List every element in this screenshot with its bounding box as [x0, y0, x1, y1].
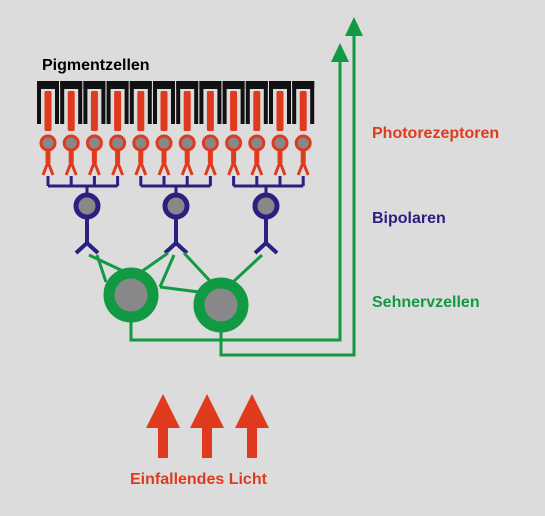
bipolar-cell-body [252, 192, 280, 220]
photoreceptor-nucleus [178, 134, 196, 152]
pigment-cell-layer [37, 81, 315, 124]
incoming-light-layer [146, 394, 269, 458]
photoreceptor-axon [91, 149, 97, 163]
photoreceptor-outer-segment [137, 91, 145, 131]
pigment-cell-cap [153, 81, 175, 89]
photoreceptor-nucleus [109, 134, 127, 152]
photoreceptor-terminal [180, 157, 194, 176]
ganglion-connection [231, 253, 264, 284]
optic-nerve-cell-body [103, 267, 159, 323]
photoreceptor-axon [231, 149, 237, 163]
photoreceptor-axon [138, 149, 144, 163]
photoreceptor-nucleus [294, 134, 312, 152]
bipolar-terminal [163, 240, 189, 255]
photoreceptor-outer-segment [114, 91, 122, 131]
photoreceptor-terminal [41, 157, 55, 176]
photoreceptor-axon [207, 149, 213, 163]
light-arrow [235, 394, 269, 458]
photoreceptor-axon [277, 149, 283, 163]
photoreceptor-axon [115, 149, 121, 163]
photoreceptor-nucleus [39, 134, 57, 152]
ganglion-connection [158, 254, 176, 288]
ganglion-connection [182, 251, 213, 284]
photoreceptor-axon [45, 149, 51, 163]
light-arrow [146, 394, 180, 458]
photoreceptor-terminal [273, 157, 287, 176]
photoreceptor-outer-segment [276, 91, 284, 131]
photoreceptor-layer [39, 91, 312, 176]
photoreceptor-nucleus [132, 134, 150, 152]
photoreceptor-terminal [296, 157, 310, 176]
pigment-cell-cap [106, 81, 129, 89]
pigment-cell-cap [37, 81, 59, 89]
pigment-cell-cap [245, 81, 268, 89]
photoreceptor-outer-segment [183, 91, 191, 131]
bipolar-terminal [74, 240, 100, 255]
optic-nerve-arrowhead [331, 43, 349, 62]
pigment-cell-cap [176, 81, 199, 89]
photoreceptor-terminal [111, 157, 125, 176]
photoreceptor-nucleus [201, 134, 219, 152]
photoreceptor-terminal [87, 157, 101, 176]
photoreceptor-axon [161, 149, 167, 163]
optic-nerve-arrowhead [345, 17, 363, 36]
photoreceptor-terminal [250, 157, 264, 176]
photoreceptor-outer-segment [299, 91, 307, 131]
pigment-cell-cap [292, 81, 315, 89]
photoreceptor-nucleus [85, 134, 103, 152]
photoreceptor-axon [184, 149, 190, 163]
bipolar-terminal [253, 240, 279, 255]
photoreceptor-terminal [134, 157, 148, 176]
photoreceptor-axon [68, 149, 74, 163]
photoreceptor-nucleus [271, 134, 289, 152]
ganglion-connection [88, 253, 126, 274]
photoreceptor-outer-segment [67, 91, 75, 131]
photoreceptor-terminal [157, 157, 171, 176]
pigment-cells-label: Pigmentzellen [42, 57, 150, 74]
bipolar-cell-body [73, 192, 101, 220]
photoreceptors-label: Photorezeptoren [372, 125, 499, 142]
incoming-light-label: Einfallendes Licht [130, 471, 268, 488]
optic-nerve-cell-body [193, 277, 249, 333]
pigment-cell-cap [129, 81, 152, 89]
optic-nerve-fiber [129, 62, 342, 342]
photoreceptor-terminal [64, 157, 78, 176]
photoreceptor-terminal [227, 157, 241, 176]
pigment-cell-cap [269, 81, 291, 89]
optic-nerve-fiber [219, 34, 356, 357]
pigment-cell-cap [83, 81, 106, 89]
photoreceptor-nucleus [155, 134, 173, 152]
optic-nerve-layer [88, 17, 363, 357]
photoreceptor-outer-segment [206, 91, 214, 131]
photoreceptor-terminal [203, 157, 217, 176]
photoreceptor-outer-segment [160, 91, 168, 131]
photoreceptor-nucleus [62, 134, 80, 152]
ganglion-connection [140, 251, 169, 274]
photoreceptor-nucleus [225, 134, 243, 152]
photoreceptor-outer-segment [44, 91, 52, 131]
bipolar-layer [46, 176, 305, 255]
photoreceptor-nucleus [248, 134, 266, 152]
bipolar-cell-body [162, 192, 190, 220]
ganglion-connection [95, 254, 108, 283]
pigment-cell-cap [199, 81, 222, 89]
light-arrow [190, 394, 224, 458]
optic-nerve-cells-label: Sehnervzellen [372, 294, 480, 311]
bipolar-cells-label: Bipolaren [372, 210, 446, 227]
pigment-cell-cap [222, 81, 245, 89]
photoreceptor-axon [300, 149, 306, 163]
photoreceptor-outer-segment [230, 91, 238, 131]
photoreceptor-axon [254, 149, 260, 163]
photoreceptor-outer-segment [90, 91, 98, 131]
ganglion-connection [159, 285, 200, 294]
pigment-cell-cap [60, 81, 83, 89]
photoreceptor-outer-segment [253, 91, 261, 131]
